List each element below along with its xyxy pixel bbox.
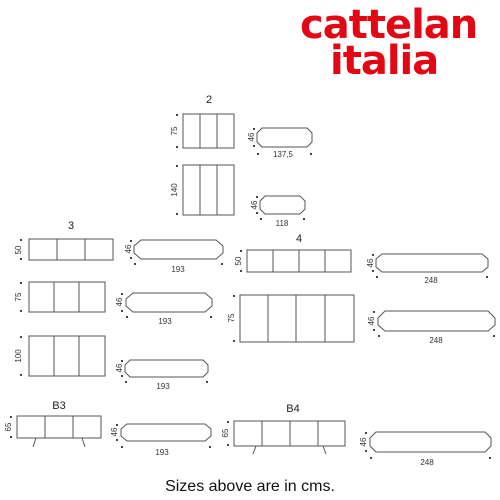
dim-4b-depth: 46 <box>367 316 376 325</box>
front-view-3-50 <box>28 238 114 261</box>
front-view-3-100 <box>28 335 106 377</box>
dim-B4-height: 65 <box>221 428 230 437</box>
brand-logo: cattelan italia <box>300 4 496 84</box>
plan-view-2-137 <box>256 127 313 148</box>
plan-view-2-118 <box>259 195 306 215</box>
leg-B4-right <box>322 445 327 455</box>
dim-4b-height: 75 <box>227 313 236 322</box>
dim-3b-height: 75 <box>14 292 23 301</box>
plan-view-3-75 <box>125 292 213 313</box>
dim-3c-width: 193 <box>156 382 170 391</box>
plan-view-3-100 <box>124 359 209 378</box>
dim-2b-width: 118 <box>276 219 289 228</box>
brand-logo-line2: italia <box>330 38 439 84</box>
plan-view-4-75 <box>377 310 496 332</box>
leg-B3-left <box>32 437 37 448</box>
plan-view-3-50 <box>133 239 224 260</box>
group-label-B3: B3 <box>52 400 65 412</box>
brand-logo-line1: cattelan <box>300 2 478 48</box>
front-view-3-75 <box>28 281 106 313</box>
leg-B3-right <box>81 437 86 448</box>
dim-B3-height: 65 <box>4 422 13 431</box>
dim-3a-width: 193 <box>171 265 185 274</box>
dim-2a-width: 137,5 <box>273 150 294 159</box>
dim-3c-height: 100 <box>14 349 23 363</box>
group-label-2: 2 <box>206 94 212 106</box>
plan-view-B3 <box>120 423 212 442</box>
dim-2a-depth: 46 <box>247 132 256 141</box>
dim-3b-width: 193 <box>158 317 172 326</box>
dim-B4-width: 248 <box>420 458 434 467</box>
dim-3a-height: 50 <box>14 245 23 254</box>
front-view-4-75 <box>239 294 355 343</box>
dim-4b-width: 248 <box>429 336 443 345</box>
plan-view-B4 <box>369 431 492 453</box>
plan-view-4-50 <box>375 253 489 273</box>
dim-4a-depth: 46 <box>366 258 375 267</box>
group-label-B4: B4 <box>286 403 299 415</box>
group-label-4: 4 <box>296 233 302 245</box>
dim-2b-height: 140 <box>170 183 179 197</box>
dim-3c-depth: 46 <box>115 363 124 372</box>
dim-3b-depth: 46 <box>115 297 124 306</box>
dim-2b-depth: 46 <box>250 200 259 209</box>
dim-B4-depth: 46 <box>359 437 368 446</box>
sizes-caption: Sizes above are in cms. <box>165 478 335 495</box>
dim-B3-depth: 46 <box>110 427 119 436</box>
front-view-2-75 <box>182 113 235 149</box>
front-view-2-140 <box>182 164 235 216</box>
leg-B4-left <box>252 445 257 455</box>
group-label-3: 3 <box>68 220 74 232</box>
dim-3a-depth: 46 <box>124 244 133 253</box>
front-view-B3-65 <box>16 415 102 439</box>
dim-4a-height: 50 <box>234 256 243 265</box>
dim-B3-width: 193 <box>155 448 169 457</box>
dim-4a-width: 248 <box>424 276 438 285</box>
dim-2a-height: 75 <box>170 126 179 135</box>
